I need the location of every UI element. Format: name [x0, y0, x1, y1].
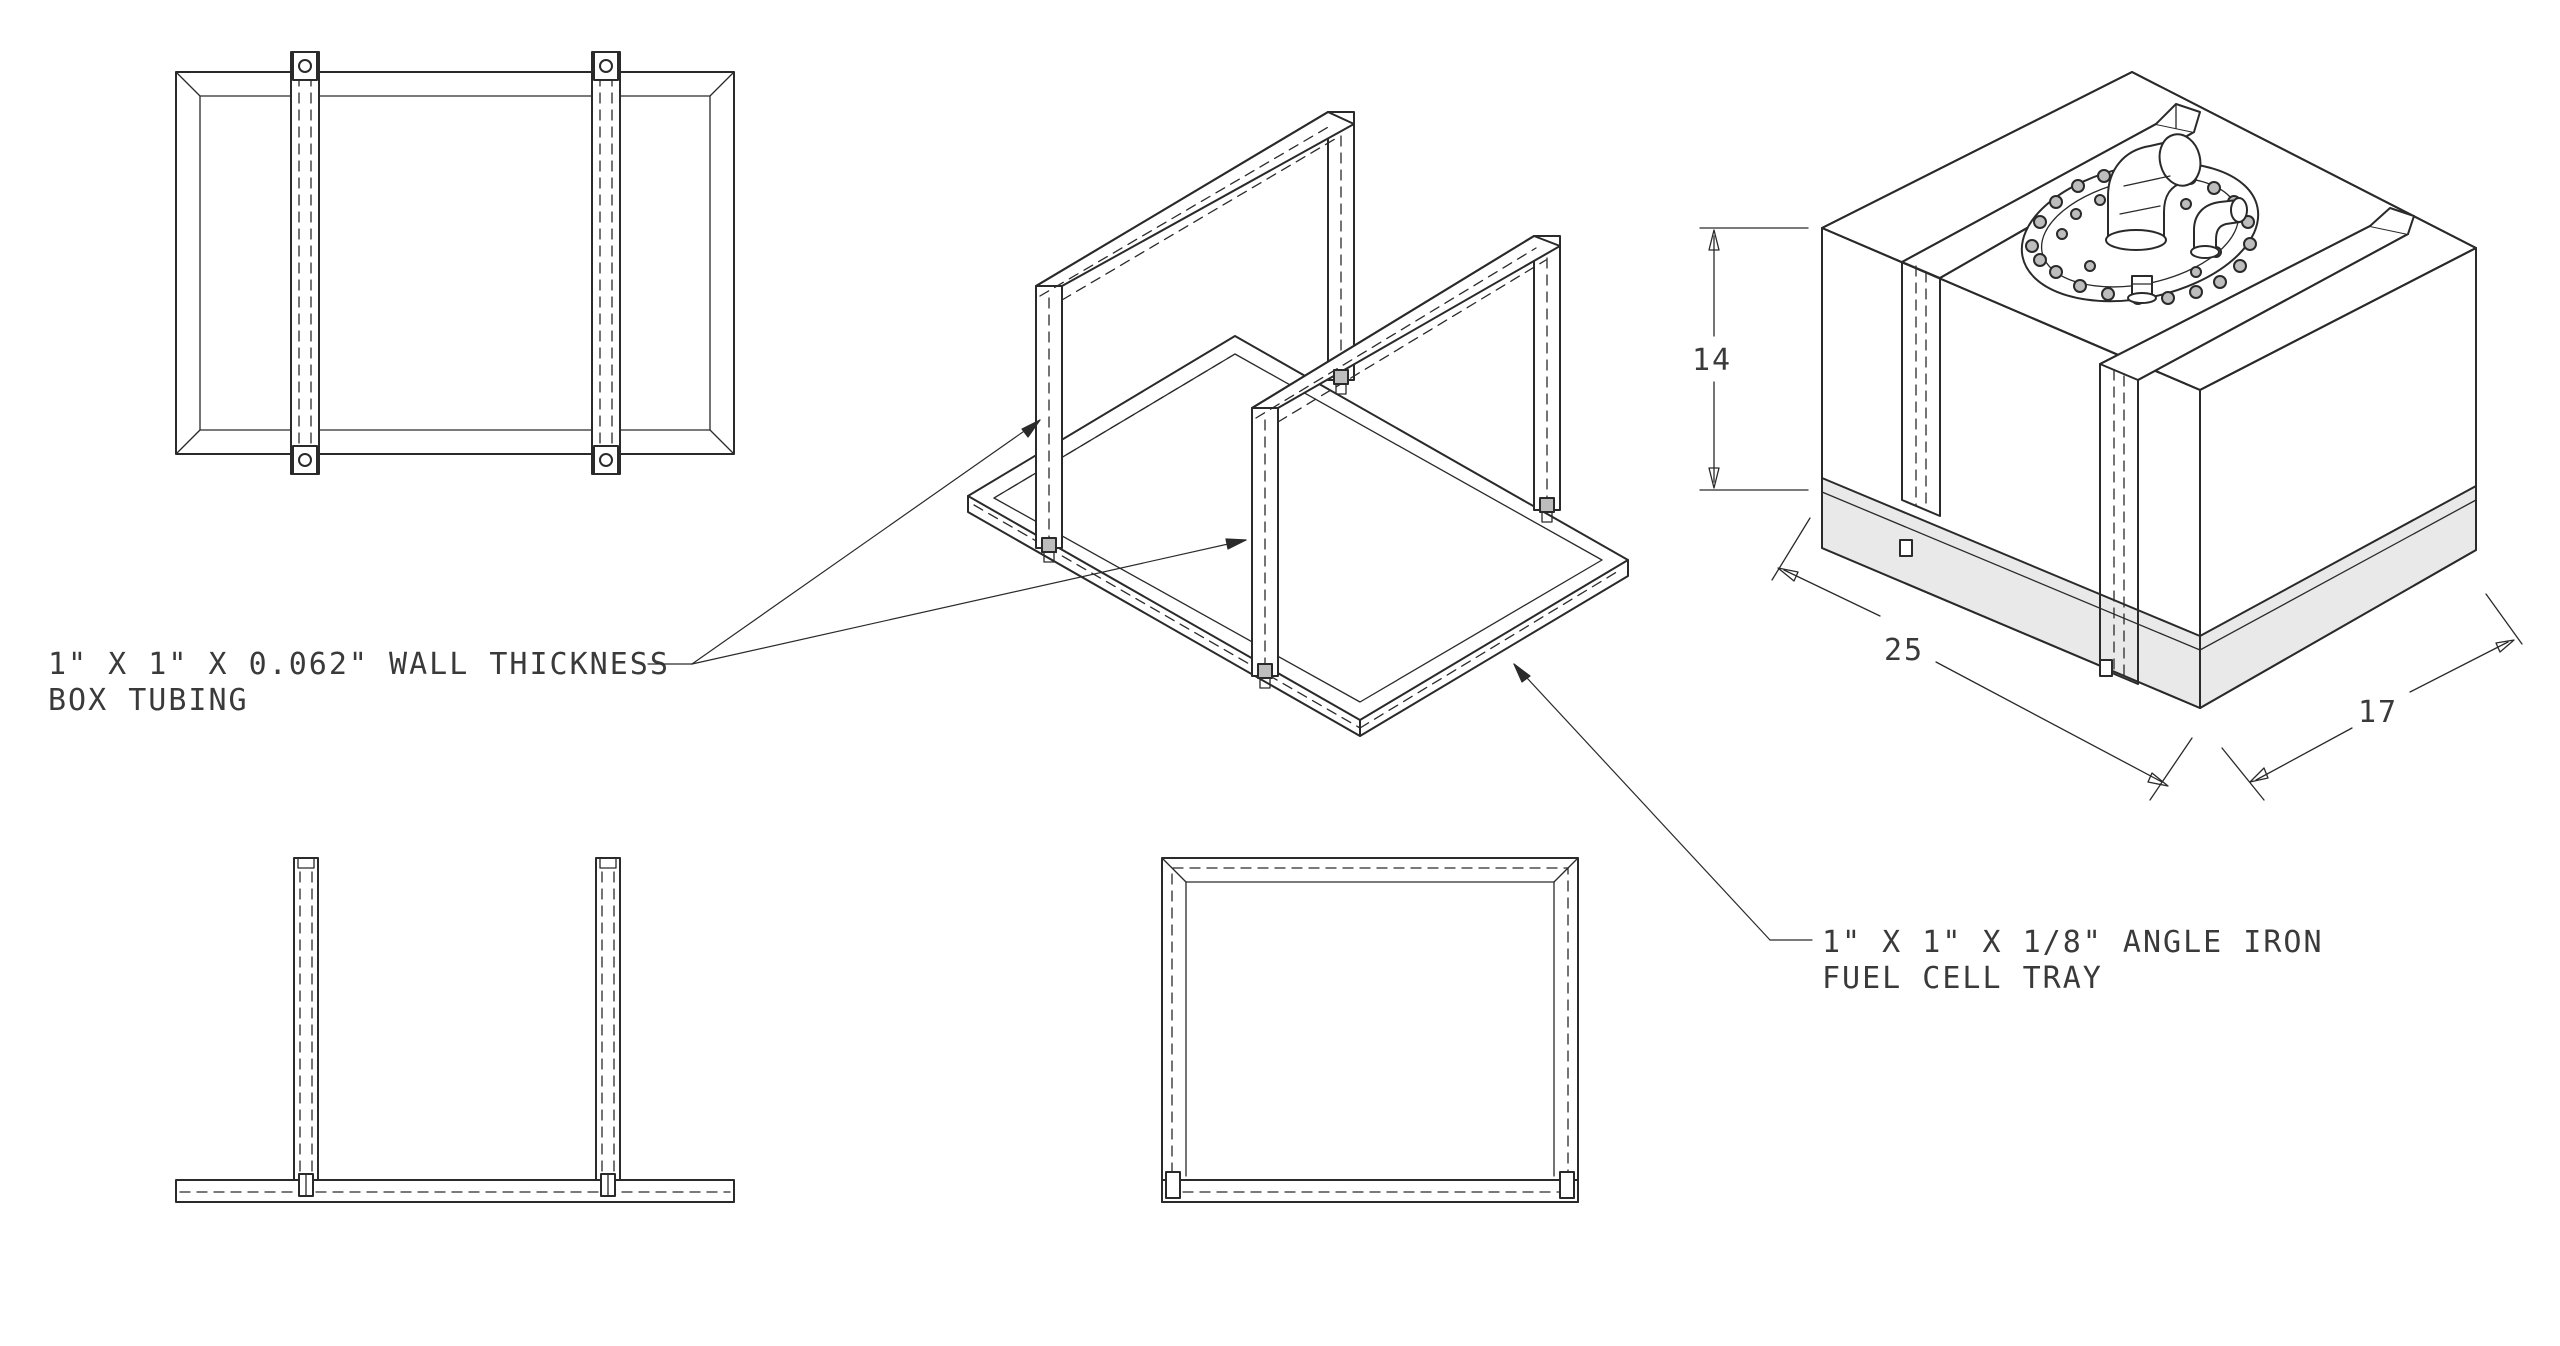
dimension-width-label: 17	[2358, 695, 2398, 730]
dimension-length: 25	[1771, 517, 2193, 801]
box-tubing-note-line2: BOX TUBING	[48, 683, 249, 718]
bolt	[1333, 369, 1349, 395]
bolt	[1041, 537, 1057, 563]
isometric-fuel-cell	[1821, 71, 2477, 709]
bolt	[1257, 663, 1273, 689]
bolt	[1539, 497, 1555, 523]
angle-iron-note: 1" X 1" X 1/8" ANGLE IRON FUEL CELL TRAY	[1513, 663, 2324, 996]
isometric-frame	[967, 111, 1629, 737]
top-view	[175, 51, 735, 475]
dimension-width: 17	[2221, 593, 2523, 801]
front-view	[175, 857, 735, 1203]
dimension-height-label: 14	[1692, 343, 1732, 378]
dimension-height: 14	[1692, 227, 1809, 491]
box-tubing-note-line1: 1" X 1" X 0.062" WALL THICKNESS	[48, 647, 670, 682]
dimension-length-label: 25	[1884, 633, 1924, 668]
box-tubing-note: 1" X 1" X 0.062" WALL THICKNESS BOX TUBI…	[48, 419, 1247, 718]
side-view	[1161, 857, 1579, 1203]
angle-iron-note-line1: 1" X 1" X 1/8" ANGLE IRON	[1822, 925, 2324, 960]
angle-iron-note-line2: FUEL CELL TRAY	[1822, 961, 2103, 996]
